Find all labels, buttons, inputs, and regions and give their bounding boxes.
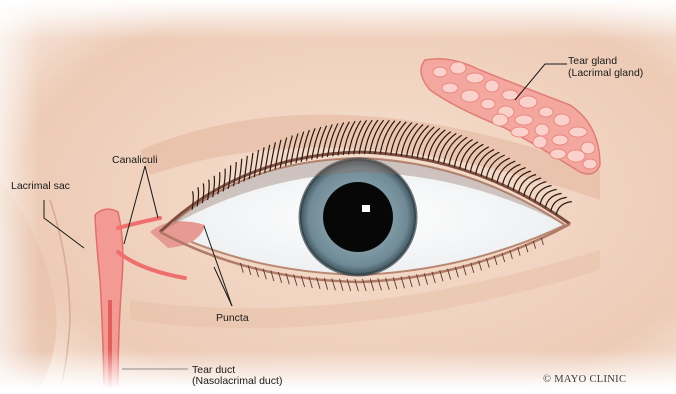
gland-lobule: [466, 73, 484, 83]
gland-lobule: [492, 114, 508, 126]
puncta-label: Puncta: [216, 312, 249, 324]
gland-lobule: [442, 83, 458, 93]
gland-lobule: [485, 80, 499, 92]
gland-lobule: [554, 114, 570, 126]
gland-lobule: [519, 96, 537, 108]
gland-lobule: [450, 62, 466, 74]
tear-duct-alt-label: (Nasolacrimal duct): [192, 375, 282, 387]
gland-lobule: [511, 127, 529, 137]
gland-lobule: [515, 115, 533, 125]
gland-lobule: [461, 90, 479, 102]
gland-lobule: [569, 127, 587, 137]
tear-gland-label: Tear gland: [568, 55, 617, 67]
gland-lobule: [481, 99, 495, 109]
gland-lobule: [533, 136, 547, 148]
gland-lobule: [552, 135, 568, 145]
mayo-clinic-credit: © MAYO CLINIC: [543, 374, 626, 386]
eye-highlight: [362, 205, 370, 212]
canaliculi-label: Canaliculi: [112, 154, 158, 166]
lacrimal-sac-label: Lacrimal sac: [11, 180, 70, 192]
gland-lobule: [433, 67, 447, 77]
gland-lobule: [583, 159, 597, 169]
gland-lobule: [535, 124, 549, 136]
gland-lobule: [539, 107, 553, 117]
pupil: [323, 182, 393, 252]
tear-gland-alt-label: (Lacrimal gland): [568, 67, 643, 79]
gland-lobule: [550, 149, 566, 159]
gland-lobule: [567, 150, 585, 162]
